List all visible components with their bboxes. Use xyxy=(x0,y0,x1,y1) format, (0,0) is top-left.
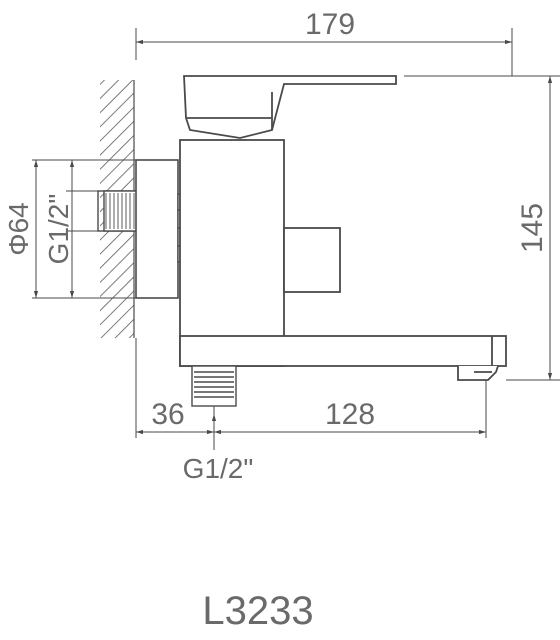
dim-overall-width: 179 xyxy=(135,8,513,76)
dim-bottom-offsets: 36 128 G1/2" xyxy=(135,338,487,484)
inlet-pipe xyxy=(97,190,139,232)
dim-label-36: 36 xyxy=(151,398,184,431)
spout-outlet-thread xyxy=(191,365,237,407)
spout xyxy=(179,335,507,381)
dim-label-phi64: Φ64 xyxy=(3,202,34,255)
lever-handle xyxy=(183,75,397,139)
flange xyxy=(135,159,179,299)
dim-label-inlet-g12: G1/2" xyxy=(43,194,74,265)
dim-flange-diameter: Φ64 xyxy=(3,159,136,299)
valve-body xyxy=(179,139,341,367)
dim-label-145: 145 xyxy=(516,203,549,253)
model-code: L3233 xyxy=(202,589,313,633)
dim-inlet-thread: G1/2" xyxy=(43,160,98,298)
dim-label-128: 128 xyxy=(325,398,375,431)
dim-label-179: 179 xyxy=(305,8,355,41)
dim-overall-height: 145 xyxy=(404,75,560,381)
dim-label-outlet-g12: G1/2" xyxy=(183,453,254,484)
